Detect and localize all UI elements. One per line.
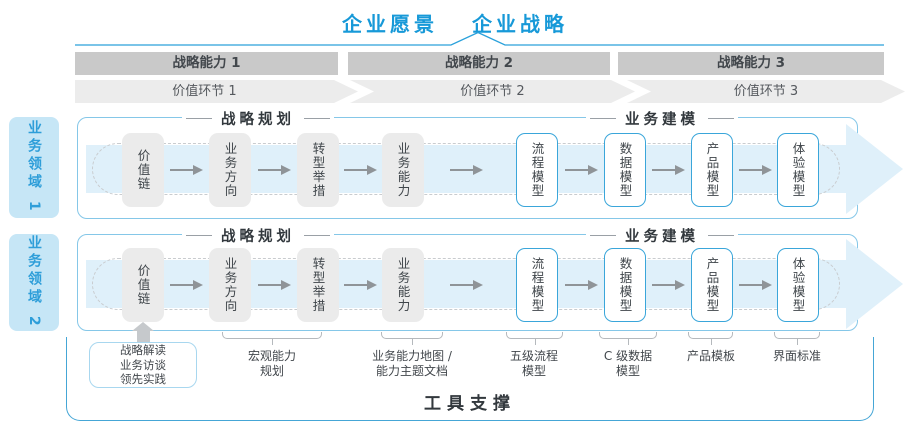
annotation-ui-standard: 界面标准 bbox=[772, 349, 822, 363]
flow-arrow-icon bbox=[170, 165, 203, 174]
header-dash-icon bbox=[708, 117, 734, 120]
flow-arrow-icon bbox=[344, 165, 377, 174]
peaked-divider-line bbox=[75, 31, 884, 46]
brace-connector bbox=[506, 332, 563, 345]
annotation-capability-map: 业务能力地图 / 能力主题文档 bbox=[372, 349, 452, 378]
flow-arrow-icon bbox=[565, 280, 598, 289]
annotation-process-model: 五级流程 模型 bbox=[509, 349, 559, 378]
up-arrow-icon bbox=[132, 322, 154, 342]
tool-support-label: 工具支撑 bbox=[424, 394, 516, 414]
header-dash-icon bbox=[304, 117, 330, 120]
node-value-chain: 价值链 bbox=[122, 133, 164, 207]
brace-connector bbox=[599, 332, 657, 345]
capability-bar-3: 战略能力 3 bbox=[618, 52, 884, 75]
dashed-track bbox=[92, 143, 840, 195]
domain-tab-2-label: 业务领域 2 bbox=[26, 235, 42, 330]
node-product-model: 产品模型 bbox=[691, 133, 733, 207]
flow-arrow-icon bbox=[258, 280, 291, 289]
header-dash-icon bbox=[708, 234, 734, 237]
capability-bar-1: 战略能力 1 bbox=[75, 52, 338, 75]
node-experience-model: 体验模型 bbox=[777, 248, 819, 322]
node-transformation-initiative: 转型举措 bbox=[297, 248, 339, 322]
flow-arrow-icon bbox=[450, 280, 483, 289]
node-experience-model: 体验模型 bbox=[777, 133, 819, 207]
planning-header: 战略规划 bbox=[182, 225, 334, 246]
node-process-model: 流程模型 bbox=[516, 133, 558, 207]
node-business-capability: 业务能力 bbox=[382, 133, 424, 207]
brace-connector bbox=[381, 332, 443, 345]
flow-arrow-icon bbox=[450, 165, 483, 174]
vision-title: 企业愿景 bbox=[342, 12, 438, 36]
flow-arrow-icon bbox=[170, 280, 203, 289]
value-link-chevron-2: 价值环节 2 bbox=[350, 80, 635, 103]
value-link-chevron-1: 价值环节 1 bbox=[75, 80, 358, 103]
domain-tab-1-label: 业务领域 1 bbox=[26, 120, 42, 215]
node-value-chain: 价值链 bbox=[122, 248, 164, 322]
modeling-header-label: 业务建模 bbox=[625, 229, 699, 245]
node-data-model: 数据模型 bbox=[604, 248, 646, 322]
domain-band-2: 战略规划 业务建模 价值链 业务方向 转型举措 业务能力 流程模型 数据模型 产… bbox=[77, 225, 903, 331]
tool-support-container: 工具支撑 bbox=[66, 337, 874, 421]
annotation-macro-capability: 宏观能力 规划 bbox=[247, 349, 297, 378]
value-link-chevron-3: 价值环节 3 bbox=[627, 80, 905, 103]
flow-arrow-icon bbox=[565, 165, 598, 174]
page-title: 企业愿景 企业战略 bbox=[0, 8, 910, 37]
capability-bar-2: 战略能力 2 bbox=[348, 52, 610, 75]
flow-arrow-icon bbox=[739, 165, 772, 174]
domain-tab-2: 业务领域 2 bbox=[9, 234, 59, 331]
annotation-product-template: 产品模板 bbox=[686, 349, 736, 363]
brace-connector bbox=[688, 332, 733, 345]
modeling-header: 业务建模 bbox=[586, 225, 738, 246]
modeling-header-label: 业务建模 bbox=[625, 112, 699, 128]
domain-tab-1: 业务领域 1 bbox=[9, 117, 59, 218]
planning-header-label: 战略规划 bbox=[221, 229, 295, 245]
annotation-data-model: C 级数据 模型 bbox=[603, 349, 653, 378]
flow-arrowhead-icon bbox=[846, 124, 903, 214]
node-transformation-initiative: 转型举措 bbox=[297, 133, 339, 207]
header-dash-icon bbox=[186, 117, 212, 120]
flow-arrow-icon bbox=[652, 165, 685, 174]
header-dash-icon bbox=[304, 234, 330, 237]
node-product-model: 产品模型 bbox=[691, 248, 733, 322]
modeling-header: 业务建模 bbox=[586, 108, 738, 129]
planning-header: 战略规划 bbox=[182, 108, 334, 129]
brace-connector bbox=[222, 332, 322, 345]
node-business-direction: 业务方向 bbox=[209, 133, 251, 207]
brace-connector bbox=[774, 332, 820, 345]
flow-arrow-icon bbox=[652, 280, 685, 289]
header-dash-icon bbox=[186, 234, 212, 237]
header-dash-icon bbox=[590, 117, 616, 120]
header-dash-icon bbox=[590, 234, 616, 237]
domain-band-1: 战略规划 业务建模 价值链 业务方向 转型举措 业务能力 流程模型 数据模型 产… bbox=[77, 108, 903, 219]
flow-arrow-icon bbox=[344, 280, 377, 289]
flow-arrow-icon bbox=[739, 280, 772, 289]
node-business-direction: 业务方向 bbox=[209, 248, 251, 322]
dashed-track bbox=[92, 258, 840, 310]
practice-methods-box: 战略解读 业务访谈 领先实践 bbox=[89, 342, 197, 388]
flow-arrowhead-icon bbox=[846, 239, 903, 329]
planning-header-label: 战略规划 bbox=[221, 112, 295, 128]
node-data-model: 数据模型 bbox=[604, 133, 646, 207]
flow-arrow-icon bbox=[258, 165, 291, 174]
node-process-model: 流程模型 bbox=[516, 248, 558, 322]
node-business-capability: 业务能力 bbox=[382, 248, 424, 322]
strategy-title: 企业战略 bbox=[472, 12, 568, 36]
